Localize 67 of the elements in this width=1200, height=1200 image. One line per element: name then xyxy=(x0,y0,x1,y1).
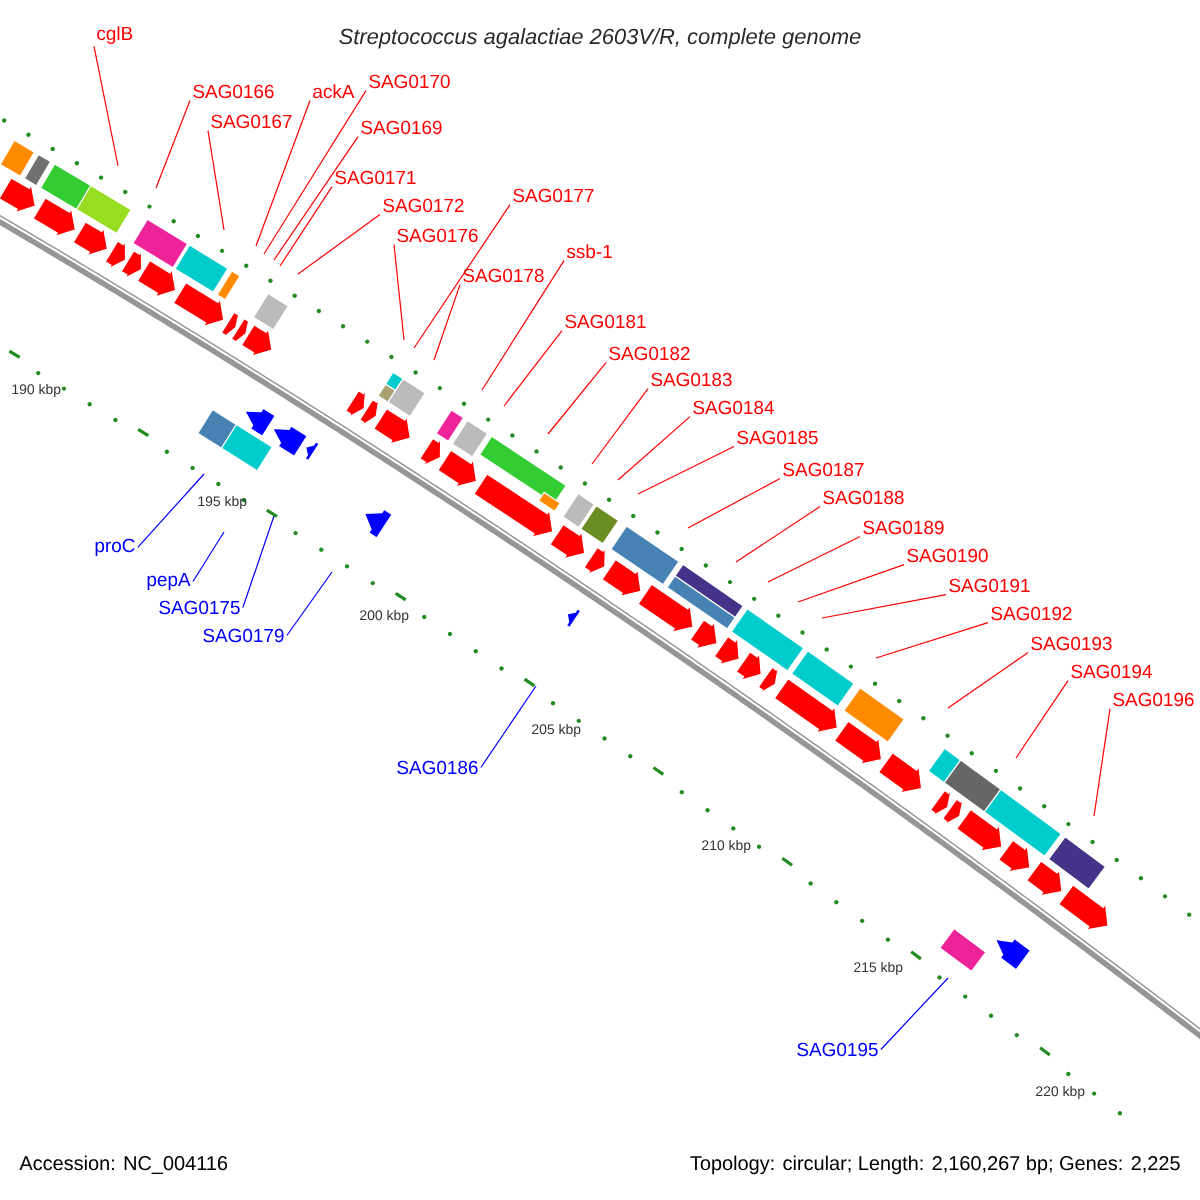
title: Streptococcus agalactiae 2603V/R, complete genome xyxy=(339,28,861,49)
gene-label: SAG0184 xyxy=(693,400,774,415)
leader-line xyxy=(547,361,607,435)
leader-line xyxy=(480,685,537,769)
leader-line xyxy=(821,594,947,619)
leader-line xyxy=(637,445,735,495)
leader-line xyxy=(273,135,359,261)
leader-line xyxy=(947,652,1029,709)
footer-text: Topology: circular; Length: 2,160,267 bp; Genes: 2,225 xyxy=(690,1155,1180,1175)
leader-line xyxy=(413,203,511,349)
leader-line xyxy=(591,387,649,465)
gene-label: SAG0182 xyxy=(609,346,690,361)
leader-line xyxy=(797,564,905,603)
leader-line xyxy=(1015,680,1069,759)
gene-label: SAG0193 xyxy=(1031,636,1112,651)
leader-line xyxy=(433,283,461,361)
leader-line xyxy=(93,45,119,167)
leader-line xyxy=(735,505,821,563)
gene-label: SAG0172 xyxy=(383,198,464,213)
gene-label: SAG0192 xyxy=(991,606,1072,621)
leader-line xyxy=(1093,708,1111,817)
gene-label: SAG0169 xyxy=(361,120,442,135)
leader-line xyxy=(286,571,333,637)
leader-line xyxy=(617,415,691,481)
leader-line xyxy=(880,977,949,1051)
footer-text: Accession: NC_004116 xyxy=(19,1155,228,1174)
leader-line xyxy=(875,622,989,659)
gene-label: SAG0177 xyxy=(513,188,594,203)
gene-label: proC xyxy=(95,538,135,556)
gene-label: cglB xyxy=(97,26,133,44)
gene-label: pepA xyxy=(147,572,191,590)
gene-label: SAG0185 xyxy=(737,430,818,445)
gene-label: SAG0171 xyxy=(335,170,416,185)
gene-label: SAG0179 xyxy=(203,628,284,643)
gene-label: SAG0178 xyxy=(463,268,544,283)
gene-label: SAG0181 xyxy=(565,314,646,329)
leader-line xyxy=(481,259,565,391)
gene-label: SAG0196 xyxy=(1113,692,1194,707)
gene-label: ssb-1 xyxy=(566,244,612,259)
gene-label: SAG0187 xyxy=(783,462,864,477)
gene-label: SAG0183 xyxy=(651,372,732,387)
leader-line xyxy=(503,329,563,407)
gene-label: SAG0194 xyxy=(1071,664,1152,679)
leader-line xyxy=(207,129,225,231)
leader-line xyxy=(255,99,311,247)
leader-line xyxy=(687,477,781,529)
gene-label: SAG0167 xyxy=(211,114,292,129)
gene-label: SAG0188 xyxy=(823,490,904,505)
leader-line xyxy=(155,99,191,189)
gene-label: SAG0186 xyxy=(397,760,478,775)
leader-line xyxy=(263,89,367,255)
gene-label: SAG0190 xyxy=(907,548,988,563)
leader-line xyxy=(192,531,225,583)
gene-label: SAG0191 xyxy=(949,578,1030,593)
leader-line xyxy=(279,185,333,267)
gene-label: SAG0166 xyxy=(193,84,274,99)
leader-line xyxy=(242,515,275,609)
leader-line xyxy=(297,213,381,275)
leader-line xyxy=(393,243,405,341)
leader-line xyxy=(137,473,205,548)
leader-line xyxy=(767,536,861,583)
gene-label: SAG0189 xyxy=(863,520,944,535)
gene-label: ackA xyxy=(313,84,355,99)
gene-label: SAG0175 xyxy=(159,600,240,615)
gene-label: SAG0176 xyxy=(397,228,478,243)
gene-label: SAG0195 xyxy=(797,1042,878,1057)
gene-label: SAG0170 xyxy=(369,74,450,89)
